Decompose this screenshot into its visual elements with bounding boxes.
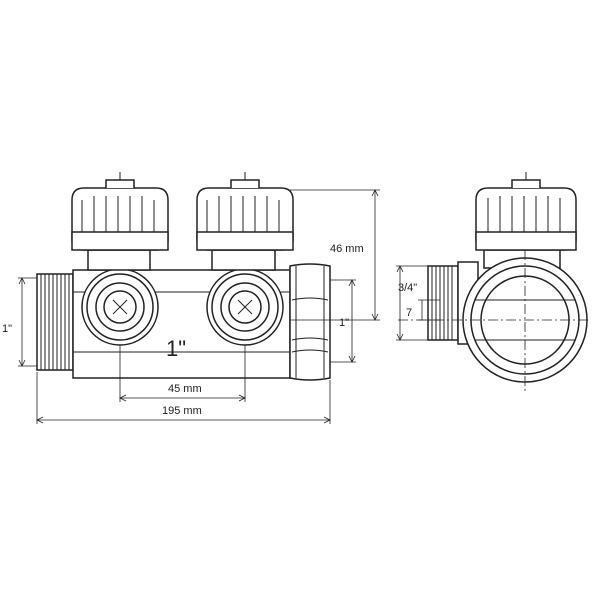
side-dimensions xyxy=(396,265,440,341)
valve-cap-2 xyxy=(196,172,294,251)
outlet-ring-2 xyxy=(206,268,284,346)
front-dimensions xyxy=(18,189,380,424)
right-port-size-label: 1" xyxy=(339,317,349,329)
right-female-nut xyxy=(289,263,331,381)
valve-cap-1 xyxy=(71,172,169,251)
offset-dimension-label: 7 xyxy=(406,307,412,319)
side-valve-cap xyxy=(475,172,577,251)
height-dimension-label: 46 mm xyxy=(330,243,364,255)
outlet-size-label: 3/4" xyxy=(398,282,417,294)
front-view xyxy=(36,172,331,381)
total-length-dimension-label: 195 mm xyxy=(162,405,202,417)
side-view xyxy=(427,172,588,383)
left-port-size-label: 1" xyxy=(2,323,12,335)
side-male-thread xyxy=(427,265,459,341)
body-size-label: 1" xyxy=(166,336,186,361)
outlet-ring-1 xyxy=(81,268,159,346)
spacing-dimension-label: 45 mm xyxy=(168,383,202,395)
left-male-thread xyxy=(36,273,74,371)
